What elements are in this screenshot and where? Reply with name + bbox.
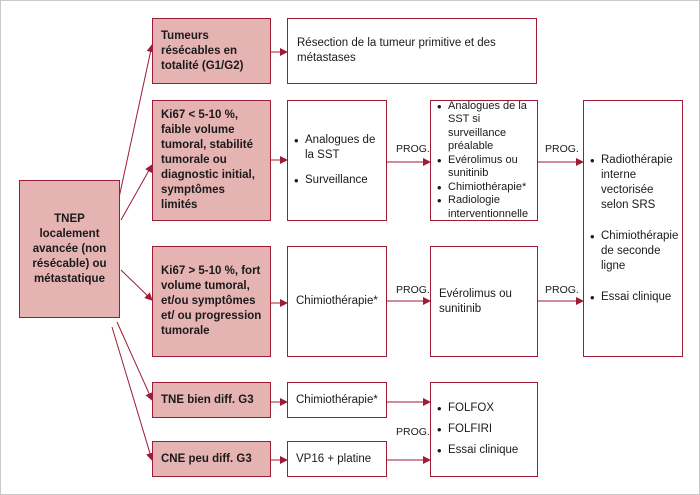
- treatment-resection-label: Résection de la tumeur primitive et des …: [297, 37, 496, 64]
- root-label: TNEP localement avancée (non résécable) …: [32, 212, 107, 285]
- second-line-g3-item: FOLFOX: [437, 401, 518, 416]
- arrow-root-c1: [116, 44, 155, 208]
- criterion-resectable: Tumeurs résécables en totalité (G1/G2): [152, 18, 271, 84]
- edge-label-prog: PROG.: [545, 143, 579, 155]
- second-line-g3-item: FOLFIRI: [437, 422, 518, 437]
- first-line-g3-well-label: Chimiothérapie*: [296, 393, 378, 406]
- third-line-options: Radiothérapie interne vectorisée selon S…: [583, 100, 683, 357]
- root-box: TNEP localement avancée (non résécable) …: [19, 180, 120, 318]
- first-line-ki67-high: Chimiothérapie*: [287, 246, 387, 357]
- criterion-g3-poor: CNE peu diff. G3: [152, 441, 271, 477]
- edge-label-prog: PROG.: [396, 284, 430, 296]
- first-line-item: Analogues de la SST: [294, 133, 380, 163]
- first-line-g3-poor: VP16 + platine: [287, 441, 387, 477]
- first-line-g3-well: Chimiothérapie*: [287, 382, 387, 418]
- second-line-item: Analogues de la SST si surveillance préa…: [437, 100, 531, 154]
- criterion-g3-well-label: TNE bien diff. G3: [161, 393, 254, 406]
- criterion-resectable-label: Tumeurs résécables en totalité (G1/G2): [161, 29, 244, 72]
- edge-label-prog: PROG.: [396, 143, 430, 155]
- first-line-item: Surveillance: [294, 173, 380, 188]
- edge-label-prog: PROG.: [545, 284, 579, 296]
- second-line-ki67-high-label: Evérolimus ou sunitinib: [439, 287, 512, 315]
- criterion-g3-well: TNE bien diff. G3: [152, 382, 271, 418]
- third-line-item: Essai clinique: [590, 290, 678, 305]
- third-line-item: Radiothérapie interne vectorisée selon S…: [590, 153, 678, 213]
- second-line-g3: FOLFOX FOLFIRI Essai clinique: [430, 382, 538, 477]
- criterion-ki67-low-label: Ki67 < 5-10 %, faible volume tumoral, st…: [161, 109, 255, 211]
- criterion-g3-poor-label: CNE peu diff. G3: [161, 452, 252, 465]
- criterion-ki67-high-label: Ki67 > 5-10 %, fort volume tumoral, et/o…: [161, 265, 262, 337]
- criterion-ki67-high: Ki67 > 5-10 %, fort volume tumoral, et/o…: [152, 246, 271, 357]
- criterion-ki67-low: Ki67 < 5-10 %, faible volume tumoral, st…: [152, 100, 271, 221]
- arrow-root-c3: [120, 269, 153, 301]
- edge-label-prog: PROG.: [396, 426, 430, 438]
- second-line-item: Radiologie interventionnelle: [437, 194, 531, 221]
- first-line-ki67-low: Analogues de la SST Surveillance: [287, 100, 387, 221]
- second-line-item: Chimiothérapie*: [437, 181, 531, 195]
- third-line-item: Chimiothérapie de seconde ligne: [590, 229, 678, 274]
- arrow-root-c4: [116, 321, 153, 401]
- second-line-g3-item: Essai clinique: [437, 443, 518, 458]
- arrow-root-c5: [111, 326, 154, 461]
- second-line-ki67-high: Evérolimus ou sunitinib: [430, 246, 538, 357]
- first-line-g3-poor-label: VP16 + platine: [296, 452, 372, 465]
- second-line-ki67-low: Analogues de la SST si surveillance préa…: [430, 100, 538, 221]
- first-line-ki67-high-label: Chimiothérapie*: [296, 295, 378, 307]
- arrow-root-c2: [120, 164, 153, 221]
- second-line-item: Evérolimus ou sunitinib: [437, 154, 531, 181]
- treatment-resection: Résection de la tumeur primitive et des …: [287, 18, 537, 84]
